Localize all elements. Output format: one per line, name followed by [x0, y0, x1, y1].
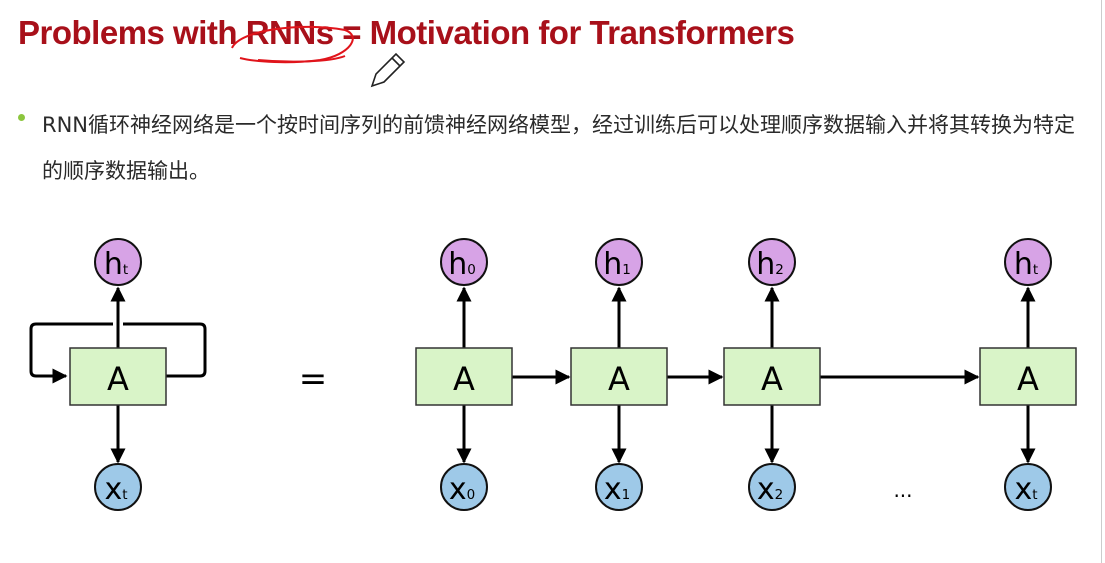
- step-0-cell-box: [415, 347, 513, 406]
- step-2-input-node: [748, 463, 796, 511]
- rolled-output-label: ht: [104, 247, 128, 282]
- step-2-cell-label: A: [761, 360, 783, 398]
- step-3-output-label: ht: [1014, 247, 1038, 282]
- rolled-input-node: [94, 463, 142, 511]
- step-3-input-node: [1004, 463, 1052, 511]
- divider: [1101, 0, 1102, 563]
- step-0-output-node: [440, 238, 488, 286]
- step-2-output-label: h2: [756, 247, 784, 282]
- rolled-output-node: [94, 238, 142, 286]
- step-1-output-label: h1: [603, 247, 631, 282]
- step-3-output-node: [1004, 238, 1052, 286]
- step-3-cell-box: [979, 347, 1077, 406]
- step-3-input-label: xt: [1014, 472, 1037, 507]
- step-0-cell-label: A: [453, 360, 475, 398]
- step-1-cell-box: [570, 347, 668, 406]
- pencil-cursor-icon: [370, 52, 406, 88]
- step-1-input-node: [595, 463, 643, 511]
- recurrent-loop-arrow: [29, 322, 207, 376]
- ellipsis: ...: [893, 478, 912, 502]
- step-1-cell-label: A: [608, 360, 630, 398]
- slide-title: Problems with RNNs = Motivation for Tran…: [18, 14, 795, 51]
- step-2-input-label: x2: [757, 472, 783, 507]
- rolled-cell-box: [69, 347, 167, 406]
- step-2-cell-box: [723, 347, 821, 406]
- step-0-input-node: [440, 463, 488, 511]
- red-annotation: [231, 25, 354, 64]
- step-2-output-node: [748, 238, 796, 286]
- rolled-input-label: xt: [104, 472, 127, 507]
- step-1-output-node: [595, 238, 643, 286]
- rolled-cell-label: A: [107, 360, 129, 398]
- step-1-input-label: x1: [604, 472, 630, 507]
- step-0-output-label: h0: [448, 247, 476, 282]
- step-3-cell-label: A: [1017, 360, 1039, 398]
- step-0-input-label: x0: [449, 472, 475, 507]
- bullet-icon: [18, 114, 25, 121]
- equals-sign: =: [299, 359, 328, 399]
- bullet-text: RNN循环神经网络是一个按时间序列的前馈神经网络模型，经过训练后可以处理顺序数据…: [42, 113, 1076, 183]
